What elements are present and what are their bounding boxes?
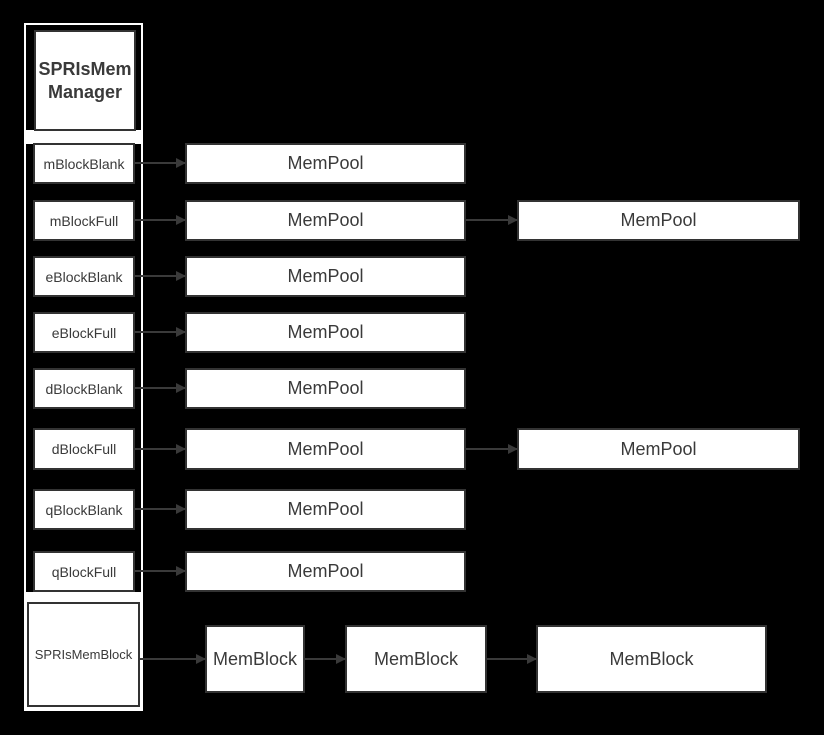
mempool-label: MemPool [620, 210, 697, 230]
mempool-box: MemPool [185, 256, 466, 297]
arrow [135, 215, 186, 225]
memblock-root-label: SPRIsMemBlock [34, 647, 133, 662]
arrow [135, 271, 186, 281]
field-box-eblockblank: eBlockBlank [33, 256, 135, 297]
mempool-label: MemPool [287, 378, 364, 398]
manager-title-box: SPRIsMem Manager [34, 30, 136, 131]
mempool-label: MemPool [287, 153, 364, 173]
mempool-label: MemPool [287, 266, 364, 286]
mempool-box: MemPool [185, 551, 466, 592]
mempool-box-level2: MemPool [517, 200, 800, 241]
arrow [135, 327, 186, 337]
mempool-box: MemPool [185, 368, 466, 409]
mempool-box: MemPool [185, 312, 466, 353]
field-label: mBlockFull [49, 212, 119, 229]
mempool-box: MemPool [185, 200, 466, 241]
field-box-dblockblank: dBlockBlank [33, 368, 135, 409]
mempool-box: MemPool [185, 489, 466, 530]
mempool-label: MemPool [287, 438, 364, 459]
field-box-eblockfull: eBlockFull [33, 312, 135, 353]
memblock-label: MemBlock [212, 648, 297, 669]
field-box-qblockfull: qBlockFull [33, 551, 135, 592]
arrow [305, 654, 346, 664]
manager-container [24, 23, 143, 711]
arrow [466, 215, 518, 225]
memblock-label: MemBlock [373, 648, 458, 669]
memblock-root-box: SPRIsMemBlock [27, 602, 140, 707]
field-box-qblockblank: qBlockBlank [33, 489, 135, 530]
field-box-dblockfull: dBlockFull [33, 428, 135, 470]
field-label: eBlockBlank [45, 268, 123, 285]
field-label: eBlockFull [51, 324, 117, 341]
mempool-box: MemPool [185, 428, 466, 470]
arrow [487, 654, 537, 664]
field-box-mblockfull: mBlockFull [33, 200, 135, 241]
manager-title: SPRIsMem Manager [38, 58, 132, 102]
mempool-label: MemPool [287, 561, 364, 581]
mempool-box: MemPool [185, 143, 466, 184]
mempool-label: MemPool [287, 322, 364, 342]
field-label: dBlockFull [51, 441, 117, 457]
field-label: mBlockBlank [43, 155, 125, 172]
memblock-box: MemBlock [536, 625, 767, 693]
mempool-label: MemPool [620, 438, 697, 459]
arrow [140, 654, 206, 664]
memblock-label: MemBlock [609, 648, 694, 669]
arrow [135, 383, 186, 393]
mempool-label: MemPool [287, 499, 364, 519]
memblock-box: MemBlock [205, 625, 305, 693]
arrow [466, 444, 518, 454]
field-box-mblockblank: mBlockBlank [33, 143, 135, 184]
field-label: qBlockFull [51, 563, 117, 580]
mempool-label: MemPool [287, 210, 364, 230]
mempool-box-level2: MemPool [517, 428, 800, 470]
arrow [135, 444, 186, 454]
arrow [135, 504, 186, 514]
arrow [135, 158, 186, 168]
memblock-box: MemBlock [345, 625, 487, 693]
manager-header-band [26, 130, 141, 144]
field-label: qBlockBlank [45, 501, 123, 518]
arrow [135, 566, 186, 576]
field-label: dBlockBlank [45, 380, 123, 397]
